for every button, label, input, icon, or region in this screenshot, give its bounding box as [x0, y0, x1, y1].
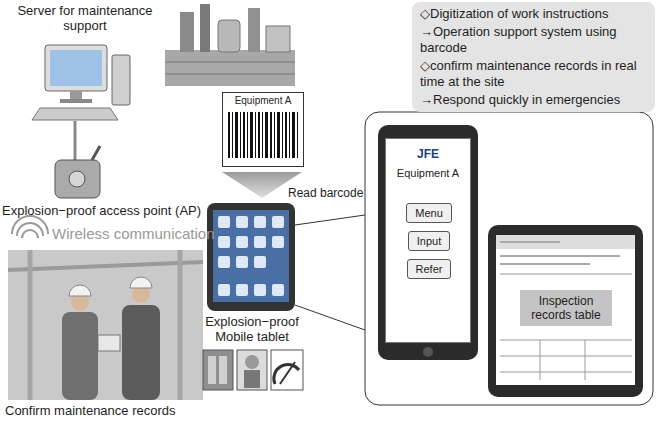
screen-text: Equipment A: [386, 162, 470, 180]
factory: [165, 4, 295, 86]
button-text: Refer: [416, 262, 443, 276]
caption-label: Explosion−proof access point (AP): [2, 203, 242, 218]
button-text: Input: [417, 234, 441, 248]
summary-text: ◇confirm maintenance records in real tim…: [420, 58, 647, 90]
access-point: [55, 146, 100, 198]
wireless-symbol: [12, 216, 48, 238]
tag-text: Equipment A: [223, 95, 303, 107]
callout-line: [295, 215, 365, 225]
callout-line: [295, 305, 365, 330]
phone: [488, 225, 643, 397]
button-text: Menu: [415, 206, 443, 220]
menu-button: Refer: [407, 259, 452, 279]
summary-box: ◇Digitization of work instructions →Opera…: [412, 2, 655, 112]
phone-screen: JFEEquipment A MenuInputRefer: [385, 138, 471, 343]
phone: [378, 125, 478, 360]
summary-text: ◇Digitization of work instructions: [420, 6, 647, 22]
menu-button: Menu: [406, 203, 452, 223]
records-box: Inspection records table: [520, 290, 612, 326]
barcode-tag: Equipment A: [222, 92, 304, 167]
summary-text: →Operation support system using barcode: [420, 24, 647, 56]
summary-text: →Respond quickly in emergencies: [420, 92, 647, 108]
menu-button: Input: [408, 231, 450, 251]
workers-photo: [8, 250, 203, 400]
records-text: Inspection records table: [524, 294, 608, 322]
callout-box: [365, 112, 653, 405]
caption-label: Explosion−proof Mobile tablet: [196, 314, 308, 344]
tablet: [207, 203, 295, 311]
caption-label: Wireless communication: [52, 226, 252, 241]
caption-label: Server for maintenance support: [15, 3, 155, 33]
cable: [74, 121, 77, 160]
server-pc: [32, 45, 130, 120]
work-icons: [203, 350, 303, 390]
caption-label: Read barcode: [288, 186, 364, 201]
caption-label: Confirm maintenance records: [5, 403, 205, 418]
barcode: [222, 92, 304, 167]
screen-text: JFE: [386, 139, 470, 162]
